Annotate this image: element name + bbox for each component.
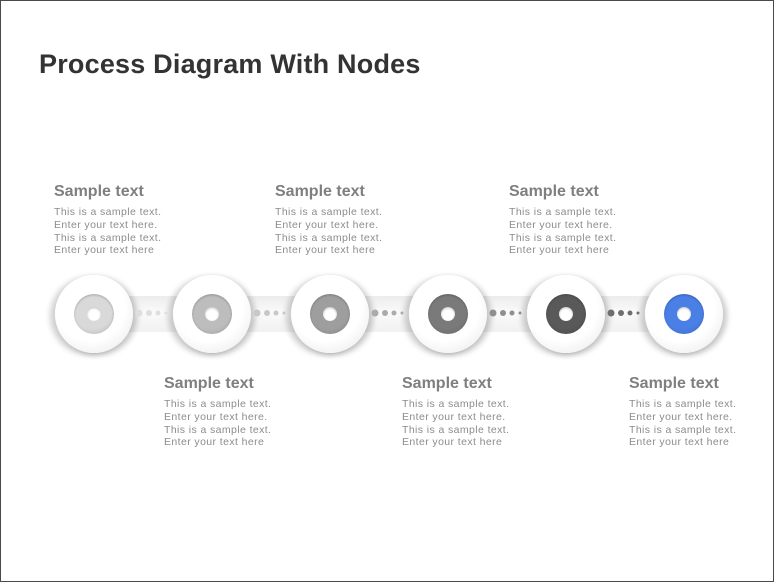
- node-ring: [310, 294, 350, 334]
- block-line: Enter your text here: [629, 436, 730, 449]
- block-line: Enter your text here.: [164, 410, 268, 423]
- node-center: [323, 307, 337, 321]
- node-center: [677, 307, 691, 321]
- page-title: Process Diagram With Nodes: [39, 49, 421, 79]
- node-center: [205, 307, 219, 321]
- node-center: [559, 307, 573, 321]
- block-line: Enter your text here: [164, 436, 265, 449]
- block-heading: Sample text: [402, 375, 492, 392]
- block-line: Enter your text here: [402, 436, 503, 449]
- block-line: Enter your text here.: [629, 410, 733, 423]
- block-line: This is a sample text.: [402, 423, 510, 436]
- block-line: Enter your text here.: [402, 410, 506, 423]
- connector-dot: [489, 309, 497, 317]
- block-line: This is a sample text.: [164, 398, 272, 410]
- connector-dot: [253, 309, 261, 317]
- node-ring: [192, 294, 232, 334]
- text-block-bottom-3: Sample text This is a sample text. Enter…: [629, 375, 773, 449]
- text-block-top-2: Sample text This is a sample text. Enter…: [275, 183, 425, 257]
- process-node-2: [173, 275, 251, 353]
- connector-dot: [371, 309, 379, 317]
- connector-dot: [282, 311, 286, 315]
- block-heading: Sample text: [509, 183, 599, 200]
- node-ring: [546, 294, 586, 334]
- connector-dot: [518, 311, 522, 315]
- connector-dot: [146, 310, 152, 316]
- text-block-bottom-1: Sample text This is a sample text. Enter…: [164, 375, 314, 449]
- connector-dot: [155, 310, 161, 316]
- block-heading: Sample text: [629, 375, 719, 392]
- connector-dot: [627, 310, 633, 316]
- connector-dot: [618, 310, 624, 316]
- block-line: Enter your text here: [54, 244, 155, 257]
- block-line: This is a sample text.: [54, 231, 162, 244]
- text-block-bottom-2: Sample text This is a sample text. Enter…: [402, 375, 552, 449]
- block-line: This is a sample text.: [275, 206, 383, 218]
- process-node-6: [645, 275, 723, 353]
- block-line: Enter your text here.: [509, 218, 613, 231]
- block-line: This is a sample text.: [275, 231, 383, 244]
- process-node-3: [291, 275, 369, 353]
- block-line: Enter your text here: [275, 244, 376, 257]
- block-heading: Sample text: [54, 183, 144, 200]
- block-line: This is a sample text.: [629, 398, 737, 410]
- connector-dot: [264, 310, 270, 316]
- connector-dot: [400, 311, 404, 315]
- node-center: [441, 307, 455, 321]
- connector-dot: [391, 310, 397, 316]
- connector-dot: [273, 310, 279, 316]
- block-heading: Sample text: [275, 183, 365, 200]
- connector-dot: [135, 309, 143, 317]
- block-line: This is a sample text.: [402, 398, 510, 410]
- block-line: This is a sample text.: [54, 206, 162, 218]
- block-line: This is a sample text.: [164, 423, 272, 436]
- node-ring: [428, 294, 468, 334]
- process-node-1: [55, 275, 133, 353]
- node-ring: [74, 294, 114, 334]
- process-node-5: [527, 275, 605, 353]
- node-center: [87, 307, 101, 321]
- block-line: This is a sample text.: [509, 206, 617, 218]
- text-block-top-3: Sample text This is a sample text. Enter…: [509, 183, 659, 257]
- block-line: This is a sample text.: [629, 423, 737, 436]
- block-line: Enter your text here.: [275, 218, 379, 231]
- connector-dot: [500, 310, 506, 316]
- block-line: Enter your text here.: [54, 218, 158, 231]
- block-heading: Sample text: [164, 375, 254, 392]
- text-block-top-1: Sample text This is a sample text. Enter…: [54, 183, 204, 257]
- block-line: This is a sample text.: [509, 231, 617, 244]
- connector-dot: [636, 311, 640, 315]
- block-line: Enter your text here: [509, 244, 610, 257]
- process-node-4: [409, 275, 487, 353]
- connector-dot: [607, 309, 615, 317]
- connector-dot: [382, 310, 388, 316]
- connector-dot: [509, 310, 515, 316]
- connector-dot: [164, 311, 168, 315]
- node-ring: [664, 294, 704, 334]
